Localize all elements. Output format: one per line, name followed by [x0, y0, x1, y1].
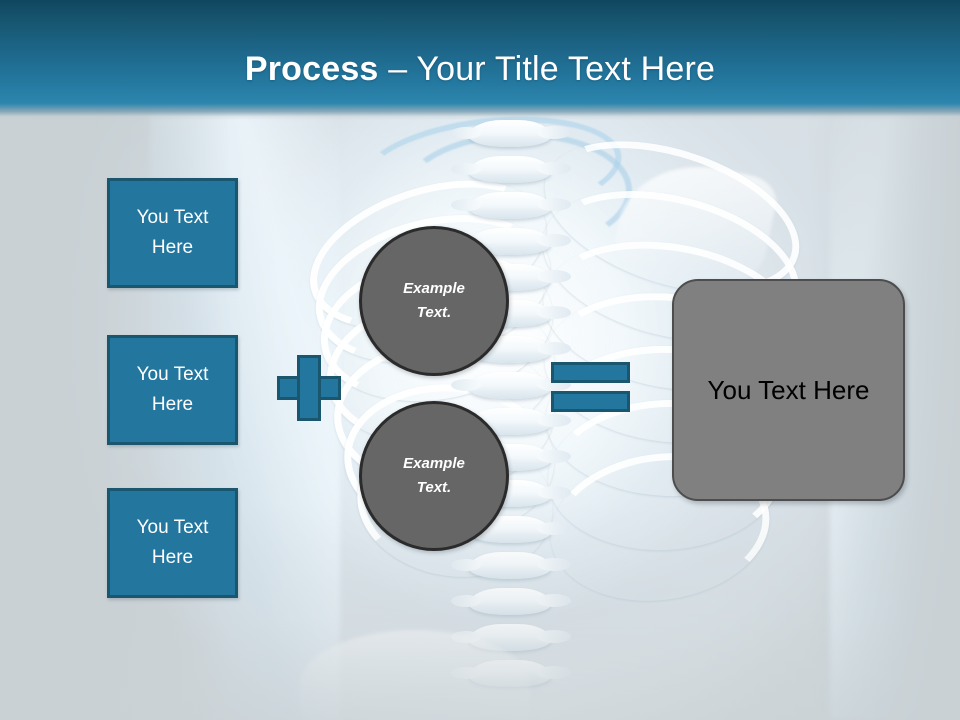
page-title: Process – Your Title Text Here	[0, 48, 960, 90]
plus-icon	[277, 355, 341, 421]
equals-icon	[551, 362, 630, 412]
equals-icon-bottom-bar	[551, 391, 630, 412]
equals-icon-top-bar	[551, 362, 630, 383]
result-box[interactable]: You Text Here	[672, 279, 905, 501]
plus-icon-center	[300, 379, 318, 397]
slide-header-banner: Process – Your Title Text Here	[0, 0, 960, 120]
page-title-rest: – Your Title Text Here	[378, 50, 716, 88]
result-box-label: You Text Here	[707, 375, 870, 405]
page-title-strong: Process	[244, 50, 379, 88]
